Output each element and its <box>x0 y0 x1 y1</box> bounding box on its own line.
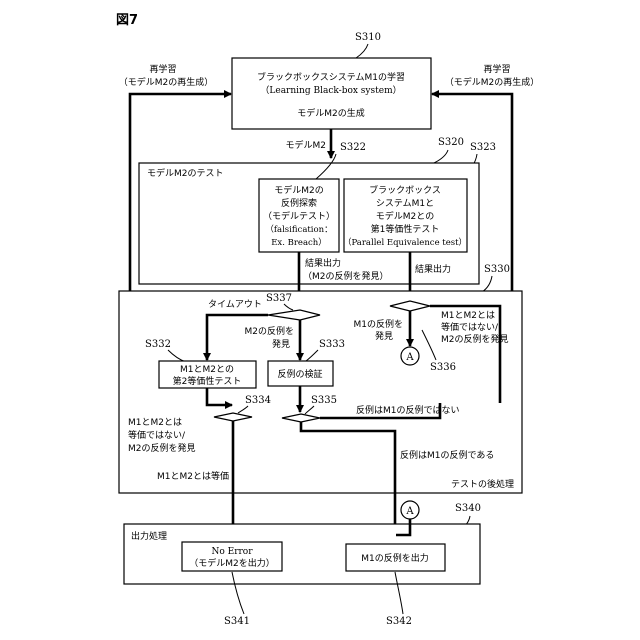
relearn-right-line1: 再学習 <box>483 63 510 75</box>
s335-step-label: S335 <box>311 395 337 406</box>
s320-leader-line <box>434 150 448 163</box>
s332-step-label: S332 <box>145 339 171 350</box>
s323-step-label: S323 <box>470 142 496 153</box>
s310-step-label: S310 <box>355 32 381 43</box>
s323-line-5: （Parallel Equivalence test） <box>343 237 467 248</box>
s322-line-5: Ex. Breach） <box>271 237 327 248</box>
s320-step-label: S320 <box>438 137 464 148</box>
result-right-label: 結果出力 <box>415 263 451 275</box>
s310-leader-line <box>356 44 368 58</box>
s336-connector-label: A <box>405 352 414 363</box>
s323-line-4: 第1等価性テスト <box>371 223 440 235</box>
s341-step-label: S341 <box>224 616 250 627</box>
s337-timeout-label: タイムアウト <box>208 299 262 310</box>
s323-line-1: ブラックボックス <box>369 184 441 196</box>
s341-line1: No Error <box>211 547 253 557</box>
s330-box <box>119 291 522 493</box>
s323-line-2: システムM1と <box>376 198 434 209</box>
s323-line-3: モデルM2との <box>376 210 434 222</box>
s334-left-line1: M1とM2とは <box>128 417 182 428</box>
s336-right-line3: M2の反例を発見 <box>441 333 509 345</box>
s342-step-label: S342 <box>386 616 412 627</box>
result-left-line2: （M2の反例を発見） <box>303 270 389 282</box>
s322-line-1: モデルM2の <box>274 184 324 196</box>
s336-left-line2: 発見 <box>375 330 393 342</box>
s322-line-2: 反例探索 <box>281 197 317 209</box>
relearn-right-line2: （モデルM2の再生成） <box>445 76 540 88</box>
s340-connector-label: A <box>405 506 414 517</box>
s330-footer: テストの後処理 <box>451 478 514 490</box>
s332-line1: M1とM2との <box>180 364 234 375</box>
s334-left-line2: 等価ではない/ <box>128 429 186 441</box>
s330-step-label: S330 <box>484 264 510 275</box>
s334-step-label: S334 <box>245 395 271 406</box>
figure-label: 図7 <box>116 13 138 28</box>
result-left-line1: 結果出力 <box>305 257 341 269</box>
s340-step-label: S340 <box>455 503 481 514</box>
s336-right-line2: 等価ではない/ <box>441 321 499 333</box>
s322-line-4: （falsification： <box>265 224 332 235</box>
s334-equal-label: M1とM2とは等価 <box>157 470 229 482</box>
s310-subtitle: （Learning Black-box system） <box>260 85 401 96</box>
s310-body: モデルM2の生成 <box>297 107 365 119</box>
s341-line2: （モデルM2を出力） <box>189 557 275 569</box>
s334-left-line3: M2の反例を発見 <box>128 442 196 454</box>
s337-step-label: S337 <box>266 293 292 304</box>
s340-title: 出力処理 <box>131 530 167 542</box>
s335-is-m1-label: 反例はM1の反例である <box>400 449 494 461</box>
s336-right-line1: M1とM2とは <box>441 310 495 321</box>
s322-line-3: （モデルテスト） <box>263 210 335 222</box>
s337-found-line2: 発見 <box>272 338 290 350</box>
s330-leader-line <box>482 276 492 292</box>
s332-line2: 第2等価性テスト <box>173 375 242 387</box>
s336-left-line1: M1の反例を <box>354 318 404 330</box>
s322-step-label: S322 <box>340 142 366 153</box>
s320-title: モデルM2のテスト <box>147 167 224 179</box>
relearn-left-line2: （モデルM2の再生成） <box>119 76 214 88</box>
s336-step-label: S336 <box>430 362 456 373</box>
relearn-left-line1: 再学習 <box>149 63 176 75</box>
s333-label: 反例の検証 <box>277 368 322 380</box>
s335-not-m1-label: 反例はM1の反例ではない <box>356 404 460 416</box>
s337-found-line1: M2の反例を <box>245 325 295 337</box>
s310-title: ブラックボックスシステムM1の学習 <box>257 71 405 83</box>
s333-step-label: S333 <box>319 339 345 350</box>
s342-label: M1の反例を出力 <box>361 552 429 564</box>
model-m2-arrow-label: モデルM2 <box>286 139 327 151</box>
